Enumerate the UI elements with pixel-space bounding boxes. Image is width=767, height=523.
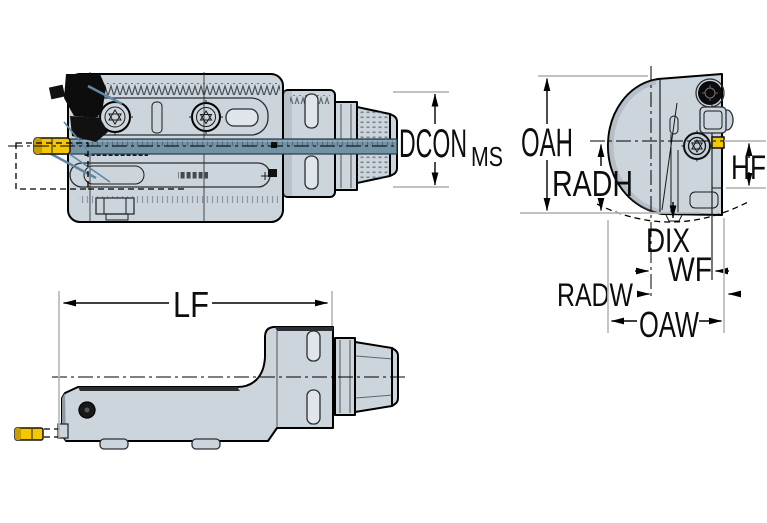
end-view xyxy=(590,66,750,299)
side-view xyxy=(8,72,398,223)
bottom-body xyxy=(61,326,334,442)
flange-slot-bottom xyxy=(306,389,321,425)
flange-slot-top xyxy=(306,330,321,362)
inner-face-line xyxy=(661,102,678,211)
cross-mark xyxy=(261,172,269,180)
oval-slot xyxy=(225,108,259,127)
label-dcon-subscript: MS xyxy=(471,141,503,172)
cutting-insert xyxy=(33,137,71,155)
pocket-detail xyxy=(689,191,719,209)
block-bevel xyxy=(275,327,333,331)
bottom-bracket xyxy=(95,197,135,221)
dim-hf: HF xyxy=(724,140,766,189)
dim-radw: RADW xyxy=(557,277,741,313)
label-radw: RADW xyxy=(557,277,634,313)
clamp-slot xyxy=(151,101,163,134)
dim-radh: RADH xyxy=(552,144,633,211)
dim-dix: DIX xyxy=(646,202,690,260)
bottom-notch xyxy=(665,214,683,222)
dim-oaw: OAW xyxy=(607,218,725,345)
side-lug xyxy=(699,106,734,134)
dim-dcon: DCON MS xyxy=(393,91,503,188)
serration-band xyxy=(100,83,280,95)
label-hf: HF xyxy=(731,149,766,187)
clamp-screw-right xyxy=(189,100,223,134)
engraving-mark xyxy=(178,171,208,181)
clamp-screw-front xyxy=(681,130,713,162)
slot xyxy=(669,115,679,135)
curve-shade xyxy=(608,79,660,215)
foot-pad xyxy=(99,438,129,450)
label-lf: LF xyxy=(173,284,209,325)
torx-screw-icon xyxy=(695,78,725,108)
cutting-insert-bottom xyxy=(14,423,69,441)
flange-slot-top xyxy=(304,93,319,129)
stop-dot xyxy=(271,142,277,148)
flange-slot-bottom xyxy=(304,155,319,190)
bottom-view xyxy=(14,326,408,450)
bottom-serration xyxy=(78,196,278,203)
head-edge-line xyxy=(63,121,93,157)
lower-slot xyxy=(83,165,145,185)
end-view-body xyxy=(607,73,723,216)
label-oaw: OAW xyxy=(639,304,699,345)
label-radh: RADH xyxy=(552,163,633,204)
label-wf: WF xyxy=(668,251,712,289)
head-screw xyxy=(78,401,96,419)
cutting-insert-front xyxy=(711,136,725,149)
dim-wf: WF xyxy=(635,251,729,289)
top-bevel xyxy=(78,387,240,391)
label-oah: OAH xyxy=(521,121,573,165)
clamp-head xyxy=(39,74,123,183)
stop-dot xyxy=(268,169,277,177)
dim-lf: LF xyxy=(58,284,333,438)
foot-pad xyxy=(191,438,221,450)
label-dcon: DCON xyxy=(399,122,467,166)
label-dix: DIX xyxy=(646,222,690,260)
phantom-outline xyxy=(15,142,89,190)
